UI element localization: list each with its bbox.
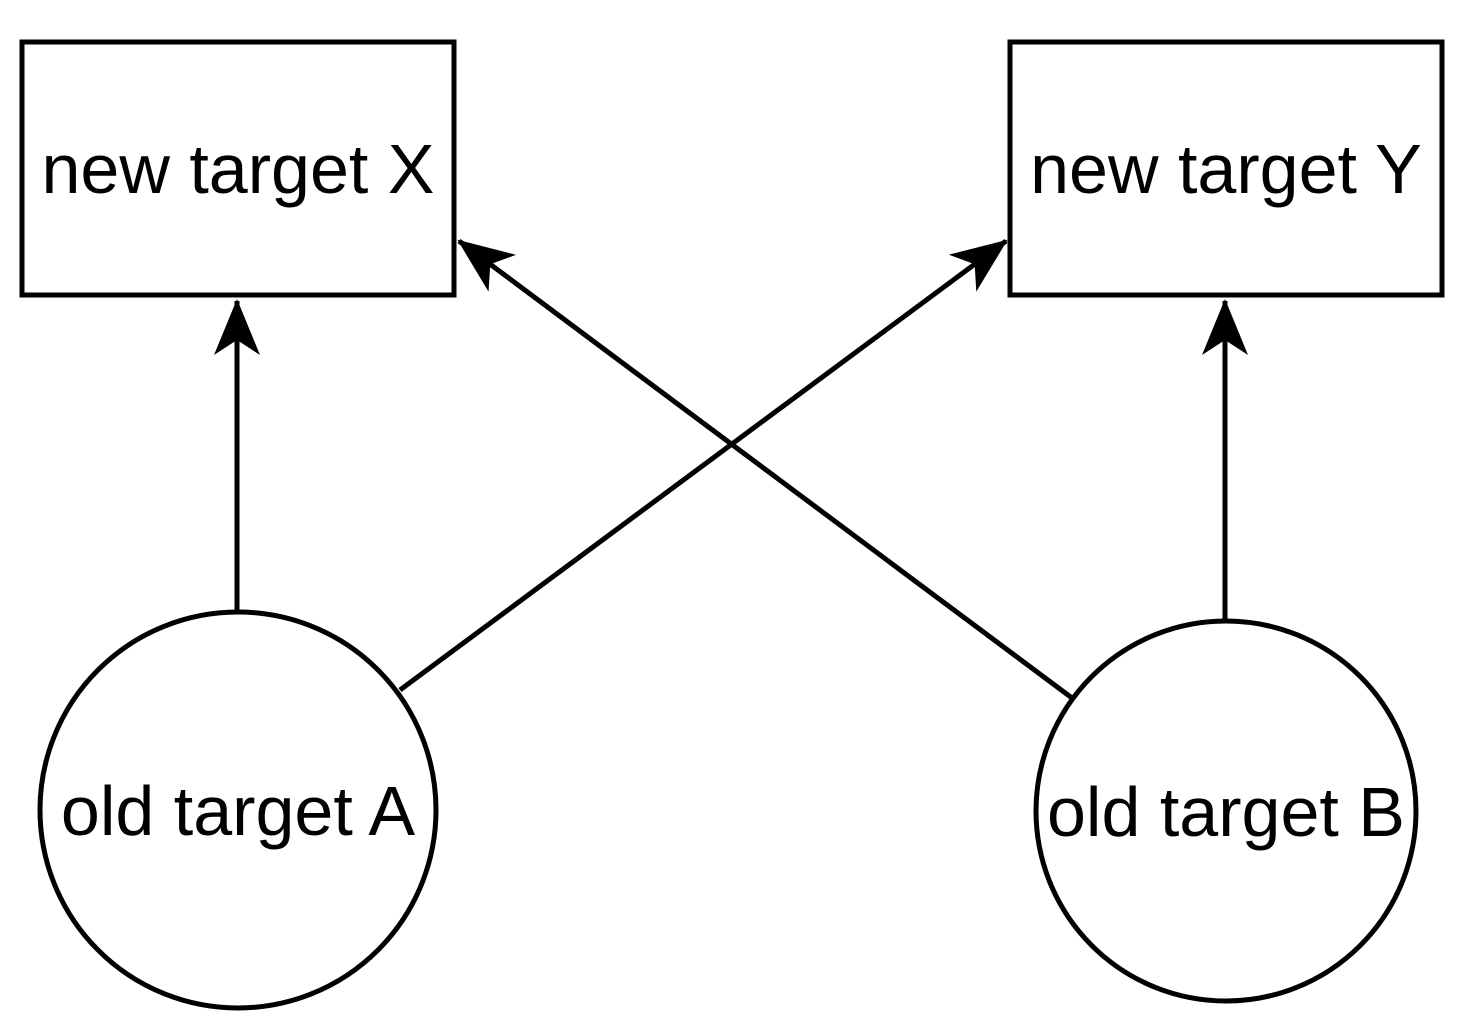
old-target-b-circle <box>1033 618 1419 1004</box>
old-target-b-label: old target B <box>1047 773 1405 851</box>
old-target-a-label: old target A <box>61 772 415 850</box>
node-old-target-b: old target B <box>1033 618 1419 1004</box>
new-target-y-label: new target Y <box>1030 130 1422 208</box>
new-target-y-box <box>1007 39 1445 298</box>
edge-old-b-to-new-x <box>457 238 1074 701</box>
new-target-x-box <box>19 39 457 298</box>
node-new-target-x: new target X <box>19 39 457 298</box>
edge-old-a-to-new-y <box>398 238 1008 693</box>
node-old-target-a: old target A <box>37 609 439 1011</box>
node-new-target-y: new target Y <box>1007 39 1445 298</box>
new-target-x-label: new target X <box>42 130 435 208</box>
old-target-a-circle <box>37 609 439 1011</box>
